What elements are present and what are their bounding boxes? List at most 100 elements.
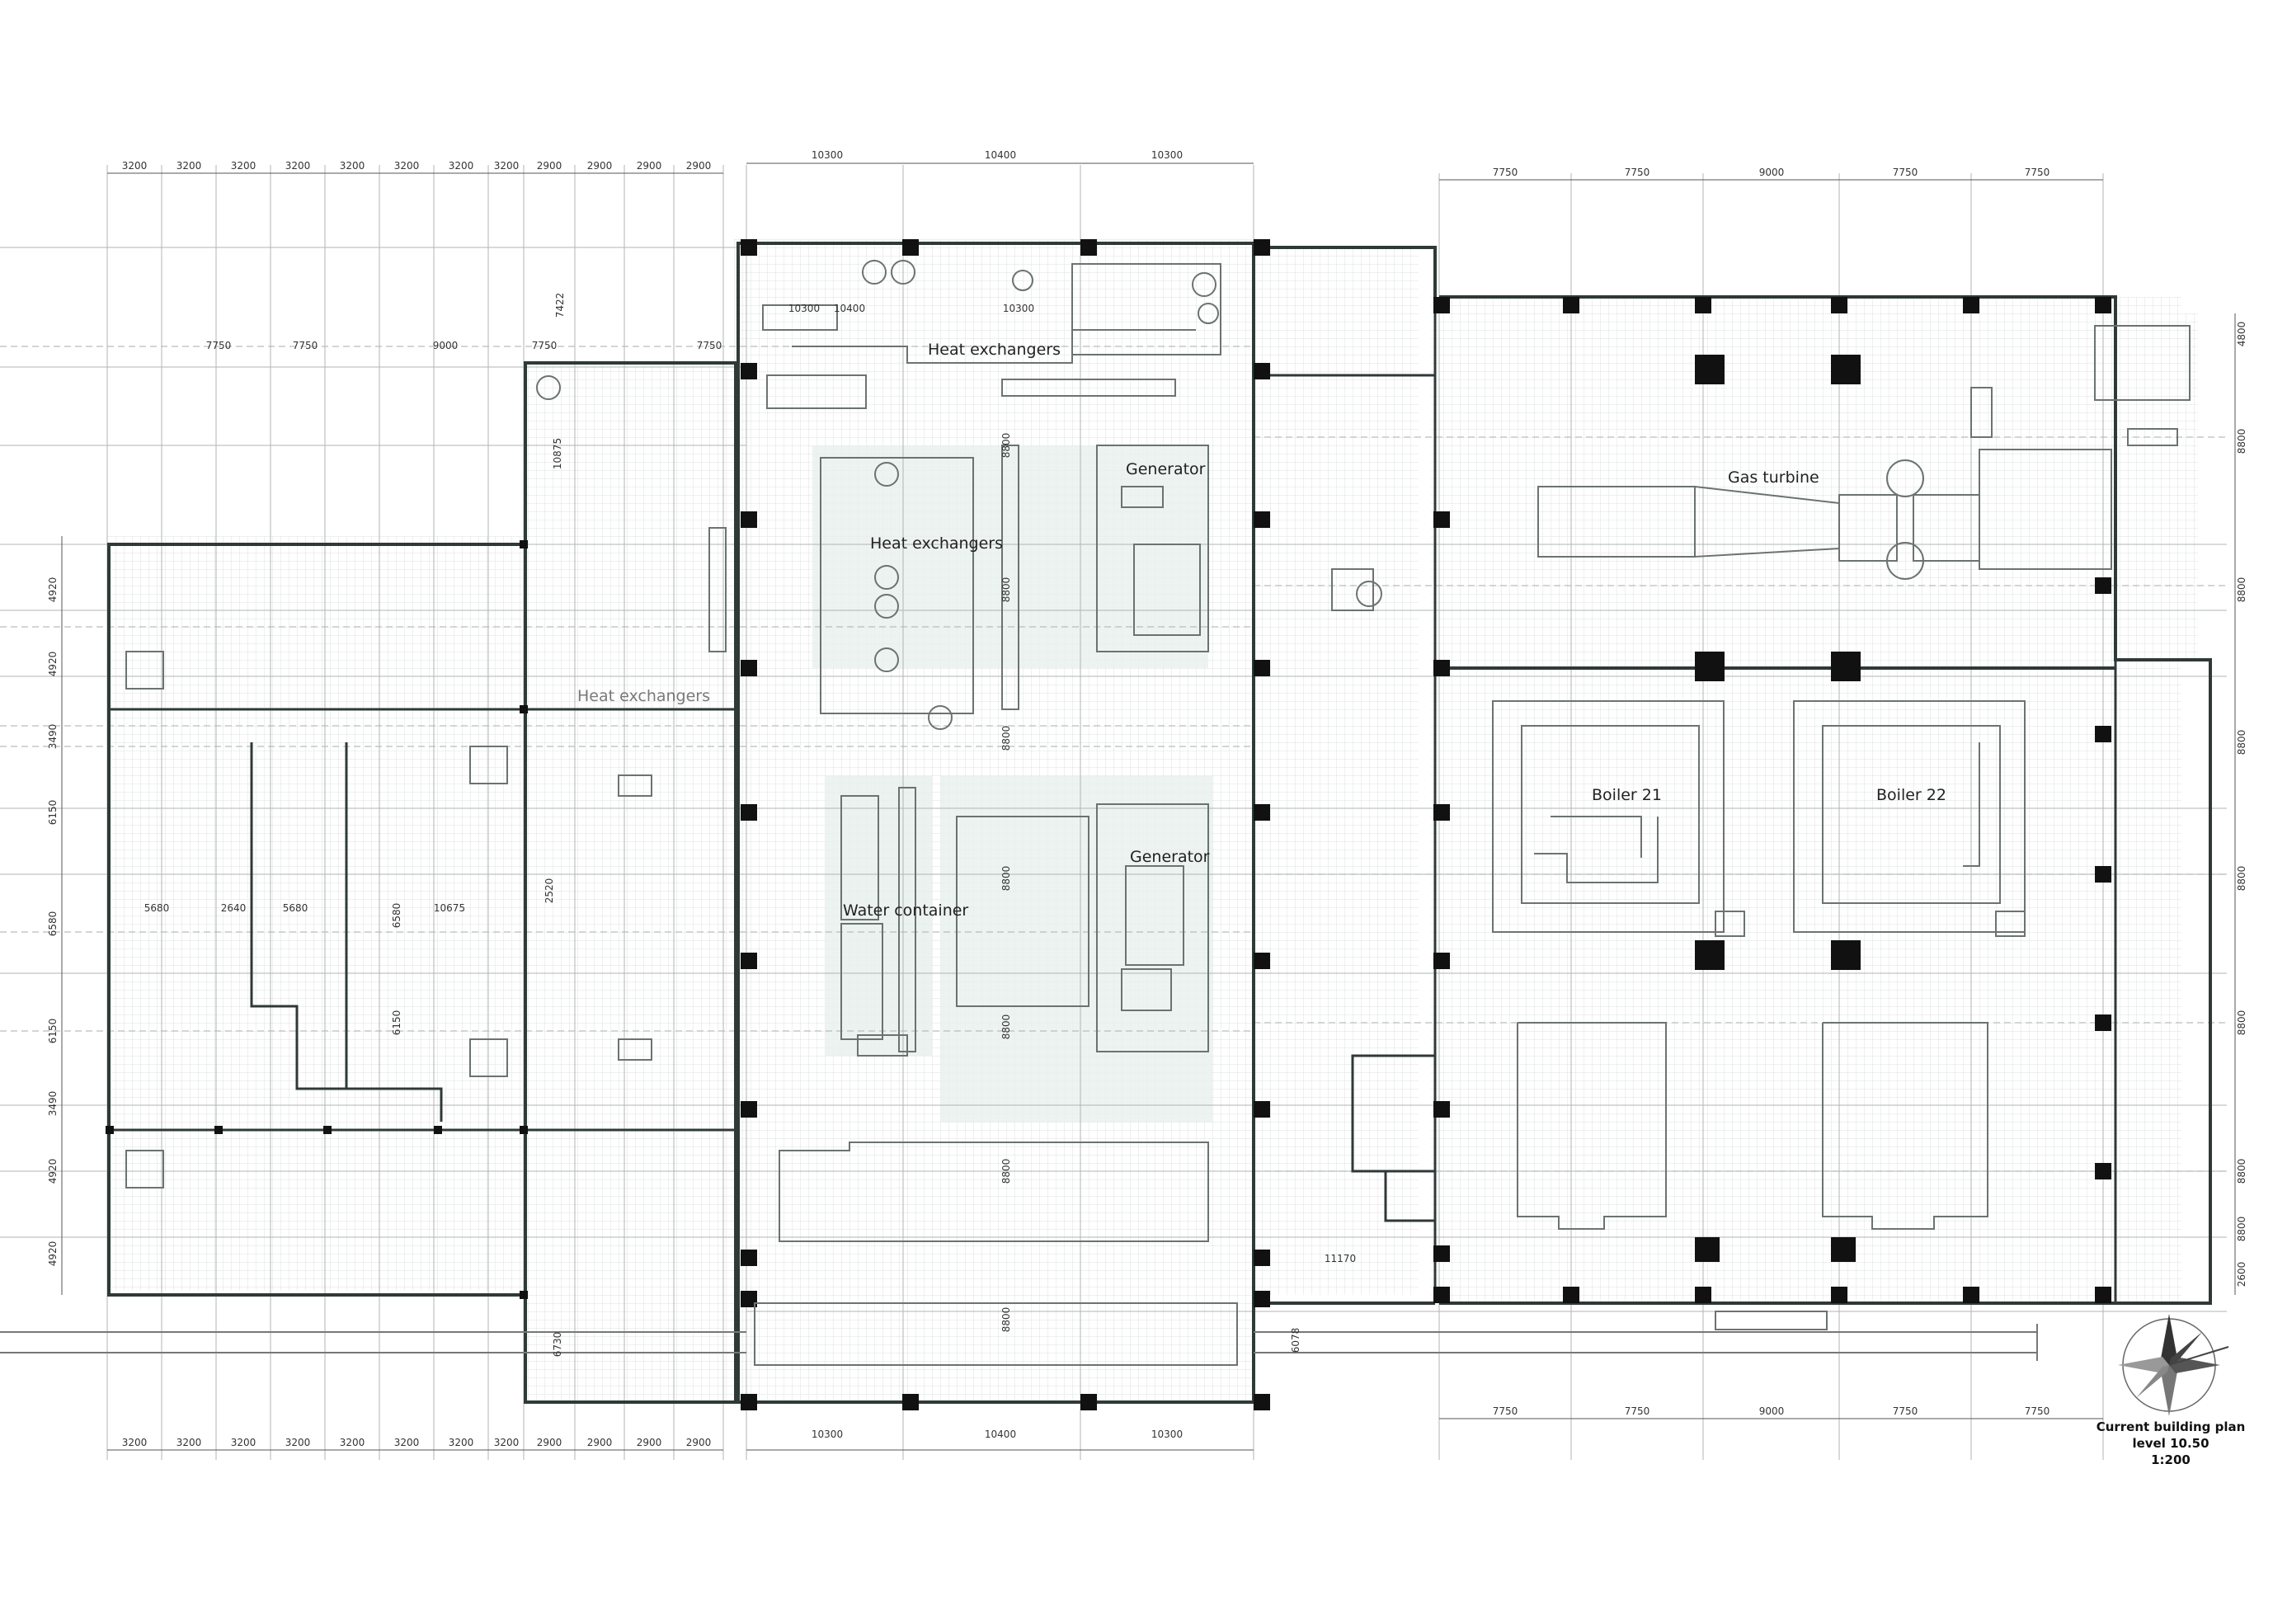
dimension-label: 7750 (1625, 1405, 1650, 1417)
dimension-label: 11170 (1325, 1253, 1356, 1264)
dimension-label: 2640 (221, 902, 247, 914)
dimension-label: 7750 (293, 340, 318, 351)
dimension-label: 4920 (47, 652, 59, 677)
dimension-label: 8800 (1000, 1307, 1012, 1333)
dimension-label: 6150 (391, 1010, 402, 1036)
dimension-labels: 3200 3200 3200 3200 3200 3200 3200 3200 2900 2900… (47, 149, 2247, 1448)
dimension-label: 7750 (1493, 167, 1518, 178)
dimension-label: 6150 (47, 1019, 59, 1044)
dimension-label: 7750 (1493, 1405, 1518, 1417)
right-side-dims: 4800 8800 8800 8800 8800 8800 8800 8800 2600 (2236, 322, 2247, 1287)
dimension-label: 8800 (2236, 577, 2247, 603)
dimension-label: 10400 (985, 149, 1016, 161)
dimension-label: 2900 (637, 160, 662, 172)
dimension-label: 8800 (1000, 433, 1012, 459)
dimension-label: 2600 (2236, 1262, 2247, 1287)
dimension-label: 7422 (554, 293, 566, 318)
dimension-label: 8800 (1000, 866, 1012, 892)
dimension-label: 6730 (552, 1332, 563, 1358)
dimension-label: 10675 (434, 902, 465, 914)
dimension-label: 3200 (176, 1437, 202, 1448)
dimension-label: 2520 (544, 878, 555, 904)
dimension-label: 3200 (494, 1437, 520, 1448)
dimension-label: 2900 (587, 160, 613, 172)
dimension-label: 10300 (812, 149, 843, 161)
dimension-label: 8800 (2236, 1010, 2247, 1036)
dimension-label: 8800 (2236, 1217, 2247, 1242)
dimension-label: 8800 (2236, 429, 2247, 454)
dimension-label: 3200 (449, 1437, 474, 1448)
dimension-label: 7750 (206, 340, 232, 351)
label-heat-exchangers-left: Heat exchangers (577, 687, 710, 705)
label-water-container: Water container (843, 901, 968, 920)
dimension-label: 3200 (394, 160, 420, 172)
dimension-label: 8800 (2236, 1159, 2247, 1184)
rail-track (0, 1324, 2038, 1361)
dimension-label: 10300 (1151, 149, 1183, 161)
dimension-label: 2900 (537, 160, 562, 172)
dimension-label: 7750 (697, 340, 722, 351)
dimension-label: 8800 (2236, 730, 2247, 756)
title-line-3: 1:200 (2151, 1452, 2191, 1467)
dimension-label: 10300 (1003, 303, 1034, 314)
dimension-label: 5680 (144, 902, 170, 914)
north-arrow-icon (2118, 1314, 2229, 1416)
dimension-label: 7750 (1893, 167, 1918, 178)
dimension-label: 3200 (394, 1437, 420, 1448)
label-gas-turbine: Gas turbine (1728, 468, 1819, 487)
walls (107, 242, 2212, 1404)
dimension-label: 6580 (47, 911, 59, 937)
dimension-label: 10300 (1151, 1429, 1183, 1440)
dimension-label: 4920 (47, 1241, 59, 1267)
dimension-label: 4920 (47, 1159, 59, 1184)
dimension-label: 8800 (2236, 866, 2247, 892)
dimension-label: 7750 (2025, 1405, 2050, 1417)
dimension-label: 3200 (340, 1437, 365, 1448)
dimension-label: 3200 (122, 1437, 148, 1448)
dimension-label: 8800 (1000, 1159, 1012, 1184)
dimension-lines (61, 162, 2236, 1451)
dimension-label: 3200 (340, 160, 365, 172)
label-generator-bottom: Generator (1130, 848, 1210, 866)
dimension-label: 2900 (686, 160, 712, 172)
dimension-label: 3200 (122, 160, 148, 172)
dimension-label: 9000 (433, 340, 459, 351)
dimension-label: 3200 (285, 160, 311, 172)
title-line-2: level 10.50 (2132, 1436, 2209, 1451)
dimension-label: 10875 (552, 438, 563, 469)
dimension-label: 7750 (1625, 167, 1650, 178)
label-generator-top: Generator (1126, 460, 1206, 478)
dimension-label: 2900 (587, 1437, 613, 1448)
dimension-label: 10300 (788, 303, 820, 314)
dimension-label: 4920 (47, 577, 59, 603)
title-block: Current building plan level 10.50 1:200 (2097, 1419, 2246, 1467)
dimension-label: 3200 (285, 1437, 311, 1448)
dimension-label: 2900 (686, 1437, 712, 1448)
dimension-label: 9000 (1759, 1405, 1785, 1417)
room-labels: Heat exchangers Heat exchangers Heat exc… (577, 341, 1946, 920)
label-heat-exchangers-mid: Heat exchangers (870, 534, 1003, 553)
dimension-label: 9000 (1759, 167, 1785, 178)
dimension-label: 8800 (1000, 577, 1012, 603)
dimension-label: 10400 (985, 1429, 1016, 1440)
dimension-label: 3200 (231, 160, 256, 172)
dimension-label: 3490 (47, 1091, 59, 1117)
dimension-label: 3200 (449, 160, 474, 172)
dimension-label: 3490 (47, 724, 59, 750)
label-boiler-21: Boiler 21 (1592, 786, 1662, 804)
dimension-label: 4800 (2236, 322, 2247, 347)
title-line-1: Current building plan (2097, 1419, 2246, 1434)
dimension-label: 7750 (532, 340, 558, 351)
label-boiler-22: Boiler 22 (1876, 786, 1946, 804)
dimension-label: 2900 (637, 1437, 662, 1448)
dimension-label: 5680 (283, 902, 308, 914)
dimension-label: 3200 (494, 160, 520, 172)
dimension-label: 8800 (1000, 726, 1012, 751)
